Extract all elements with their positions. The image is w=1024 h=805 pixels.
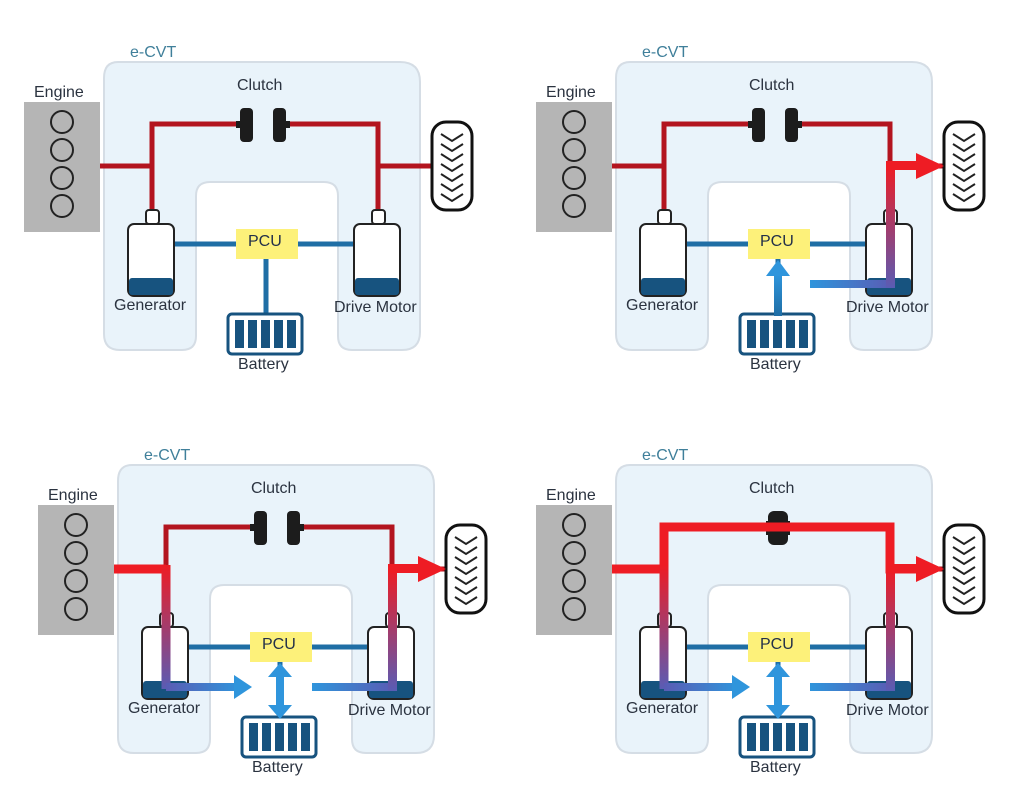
- ecvt-housing: [615, 464, 933, 754]
- battery-label: Battery: [750, 356, 801, 373]
- wheel-icon: [444, 523, 488, 615]
- engine-cylinders: [562, 513, 586, 621]
- battery-icon: [226, 312, 304, 356]
- drive-motor-icon: [353, 209, 401, 297]
- powertrain-diagram: [536, 61, 986, 356]
- generator-label: Generator: [114, 297, 187, 314]
- drive-motor-label: Drive Motor: [334, 299, 417, 316]
- flow-motor-to-wheel: [886, 153, 944, 288]
- clutch-label: Clutch: [251, 480, 297, 497]
- powertrain-panel-hybrid-drive: e-CVT Engine Clutch PCU Generator Drive …: [14, 403, 526, 805]
- flow-pcu-to-motor: [810, 280, 892, 288]
- powertrain-diagram: [38, 464, 488, 759]
- ecvt-housing: [103, 61, 421, 351]
- flow-pcu-battery-bidirectional: [766, 663, 790, 719]
- flow-motor-to-wheel: [886, 556, 944, 691]
- battery-icon: [240, 715, 318, 759]
- pcu-label: PCU: [760, 636, 794, 653]
- battery-label: Battery: [750, 759, 801, 776]
- clutch-icon: [748, 108, 802, 142]
- generator-icon: [127, 209, 175, 297]
- powertrain-panel-ev-drive: e-CVT Engine Clutch PCU Generator Drive …: [512, 0, 1024, 402]
- pcu-label: PCU: [760, 233, 794, 250]
- ecvt-housing: [117, 464, 435, 754]
- pcu-label: PCU: [262, 636, 296, 653]
- engine-cylinders: [64, 513, 88, 621]
- energy-flows: [612, 522, 944, 719]
- engine-label: Engine: [48, 487, 98, 504]
- drive-motor-label: Drive Motor: [846, 702, 929, 719]
- mechanical-shafts: [100, 121, 432, 212]
- drive-motor-label: Drive Motor: [348, 702, 431, 719]
- flow-pcu-to-motor: [312, 683, 394, 691]
- battery-label: Battery: [252, 759, 303, 776]
- flow-generator-to-pcu: [166, 675, 252, 699]
- generator-icon: [639, 209, 687, 297]
- powertrain-diagram: [536, 464, 986, 759]
- ecvt-housing: [615, 61, 933, 351]
- wheel-icon: [430, 120, 474, 212]
- clutch-icon: [250, 511, 304, 545]
- engine-label: Engine: [546, 84, 596, 101]
- clutch-icon: [236, 108, 290, 142]
- generator-label: Generator: [128, 700, 201, 717]
- engine-cylinders: [562, 110, 586, 218]
- wheel-icon: [942, 120, 986, 212]
- powertrain-diagram: [24, 61, 474, 356]
- flow-pcu-battery-bidirectional: [268, 663, 292, 719]
- engine-label: Engine: [546, 487, 596, 504]
- generator-label: Generator: [626, 297, 699, 314]
- clutch-label: Clutch: [749, 480, 795, 497]
- battery-label: Battery: [238, 356, 289, 373]
- powertrain-panel-engine-drive: e-CVT Engine Clutch PCU Generator Drive …: [512, 403, 1024, 805]
- flow-motor-to-wheel: [388, 556, 446, 691]
- ecvt-label: e-CVT: [144, 447, 191, 464]
- flow-engine-to-generator: [612, 564, 669, 689]
- clutch-label: Clutch: [237, 77, 283, 94]
- wheel-icon: [942, 523, 986, 615]
- battery-icon: [738, 715, 816, 759]
- ecvt-label: e-CVT: [130, 44, 177, 61]
- drive-motor-label: Drive Motor: [846, 299, 929, 316]
- flow-pcu-to-motor: [810, 683, 892, 691]
- ecvt-label: e-CVT: [642, 44, 689, 61]
- ecvt-label: e-CVT: [642, 447, 689, 464]
- pcu-box: [236, 229, 298, 259]
- pcu-label: PCU: [248, 233, 282, 250]
- battery-icon: [738, 312, 816, 356]
- engine-cylinders: [50, 110, 74, 218]
- energy-flows: [766, 153, 944, 316]
- pcu-box: [748, 632, 810, 662]
- powertrain-panel-idle: e-CVT Engine Clutch PCU Generator Drive …: [0, 0, 512, 402]
- clutch-label: Clutch: [749, 77, 795, 94]
- flow-engine-to-generator: [114, 564, 171, 689]
- generator-label: Generator: [626, 700, 699, 717]
- energy-flows: [114, 556, 446, 719]
- pcu-box: [748, 229, 810, 259]
- pcu-box: [250, 632, 312, 662]
- electrical-lines: [172, 241, 354, 314]
- engine-label: Engine: [34, 84, 84, 101]
- flow-battery-to-pcu: [766, 260, 790, 316]
- flow-generator-to-pcu: [664, 675, 750, 699]
